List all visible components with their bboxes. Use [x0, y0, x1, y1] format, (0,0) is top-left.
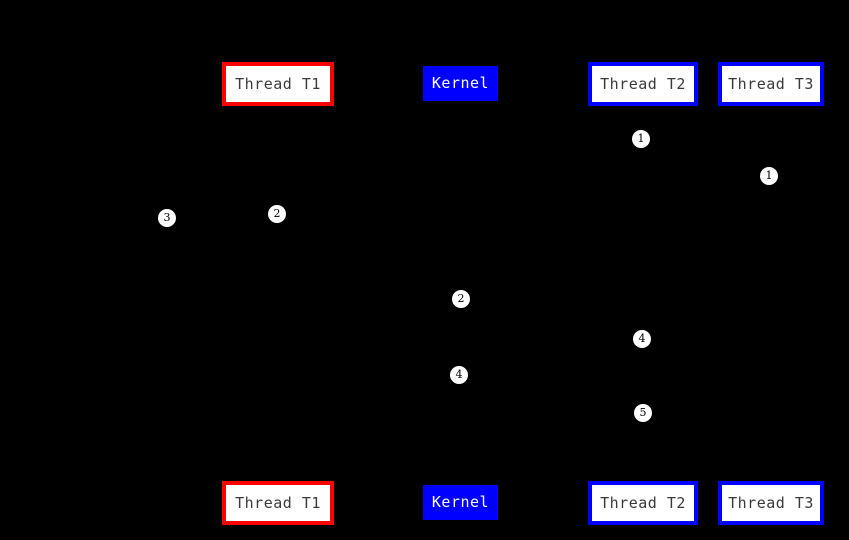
participant-label: Thread T2	[600, 74, 686, 93]
msg-kernel-to-t2	[460, 330, 643, 331]
participant-t1-top[interactable]: Thread T1	[222, 62, 334, 106]
marker-t2-4: 4	[633, 330, 651, 348]
marker-t2-5: 5	[634, 404, 652, 422]
msg-t2-to-t1	[278, 204, 643, 205]
participant-t1-bottom[interactable]: Thread T1	[222, 481, 334, 525]
participant-t3-bottom[interactable]: Thread T3	[718, 481, 824, 525]
marker-kernel-2: 2	[452, 290, 470, 308]
msg-t1-self	[180, 227, 278, 228]
participant-kernel-bottom[interactable]: Kernel	[423, 485, 498, 520]
participant-label: Thread T2	[600, 493, 686, 512]
msg-t3-self	[770, 167, 827, 168]
participant-label: Thread T1	[235, 74, 321, 93]
participant-t2-bottom[interactable]: Thread T2	[588, 481, 698, 525]
marker-kernel-4: 4	[450, 366, 468, 384]
participant-t2-top[interactable]: Thread T2	[588, 62, 698, 106]
participant-kernel-top[interactable]: Kernel	[423, 66, 498, 101]
msg-t2-self	[643, 130, 700, 131]
msg-t2-to-kernel	[460, 365, 643, 366]
lifeline-t3	[770, 106, 771, 481]
marker-t2-1: 1	[632, 130, 650, 148]
participant-label: Kernel	[431, 74, 490, 92]
participant-label: Thread T1	[235, 493, 321, 512]
msg-t1-to-kernel	[278, 290, 460, 291]
marker-t3-1: 1	[760, 167, 778, 185]
participant-t3-top[interactable]: Thread T3	[718, 62, 824, 106]
participant-label: Thread T3	[728, 74, 814, 93]
lifeline-t1	[278, 106, 279, 481]
participant-label: Kernel	[431, 493, 490, 511]
msg-kernel-to-t2-b	[460, 404, 643, 405]
marker-t1-2: 2	[268, 205, 286, 223]
lifeline-t2	[643, 106, 644, 481]
participant-label: Thread T3	[728, 493, 814, 512]
marker-t1-3: 3	[158, 209, 176, 227]
